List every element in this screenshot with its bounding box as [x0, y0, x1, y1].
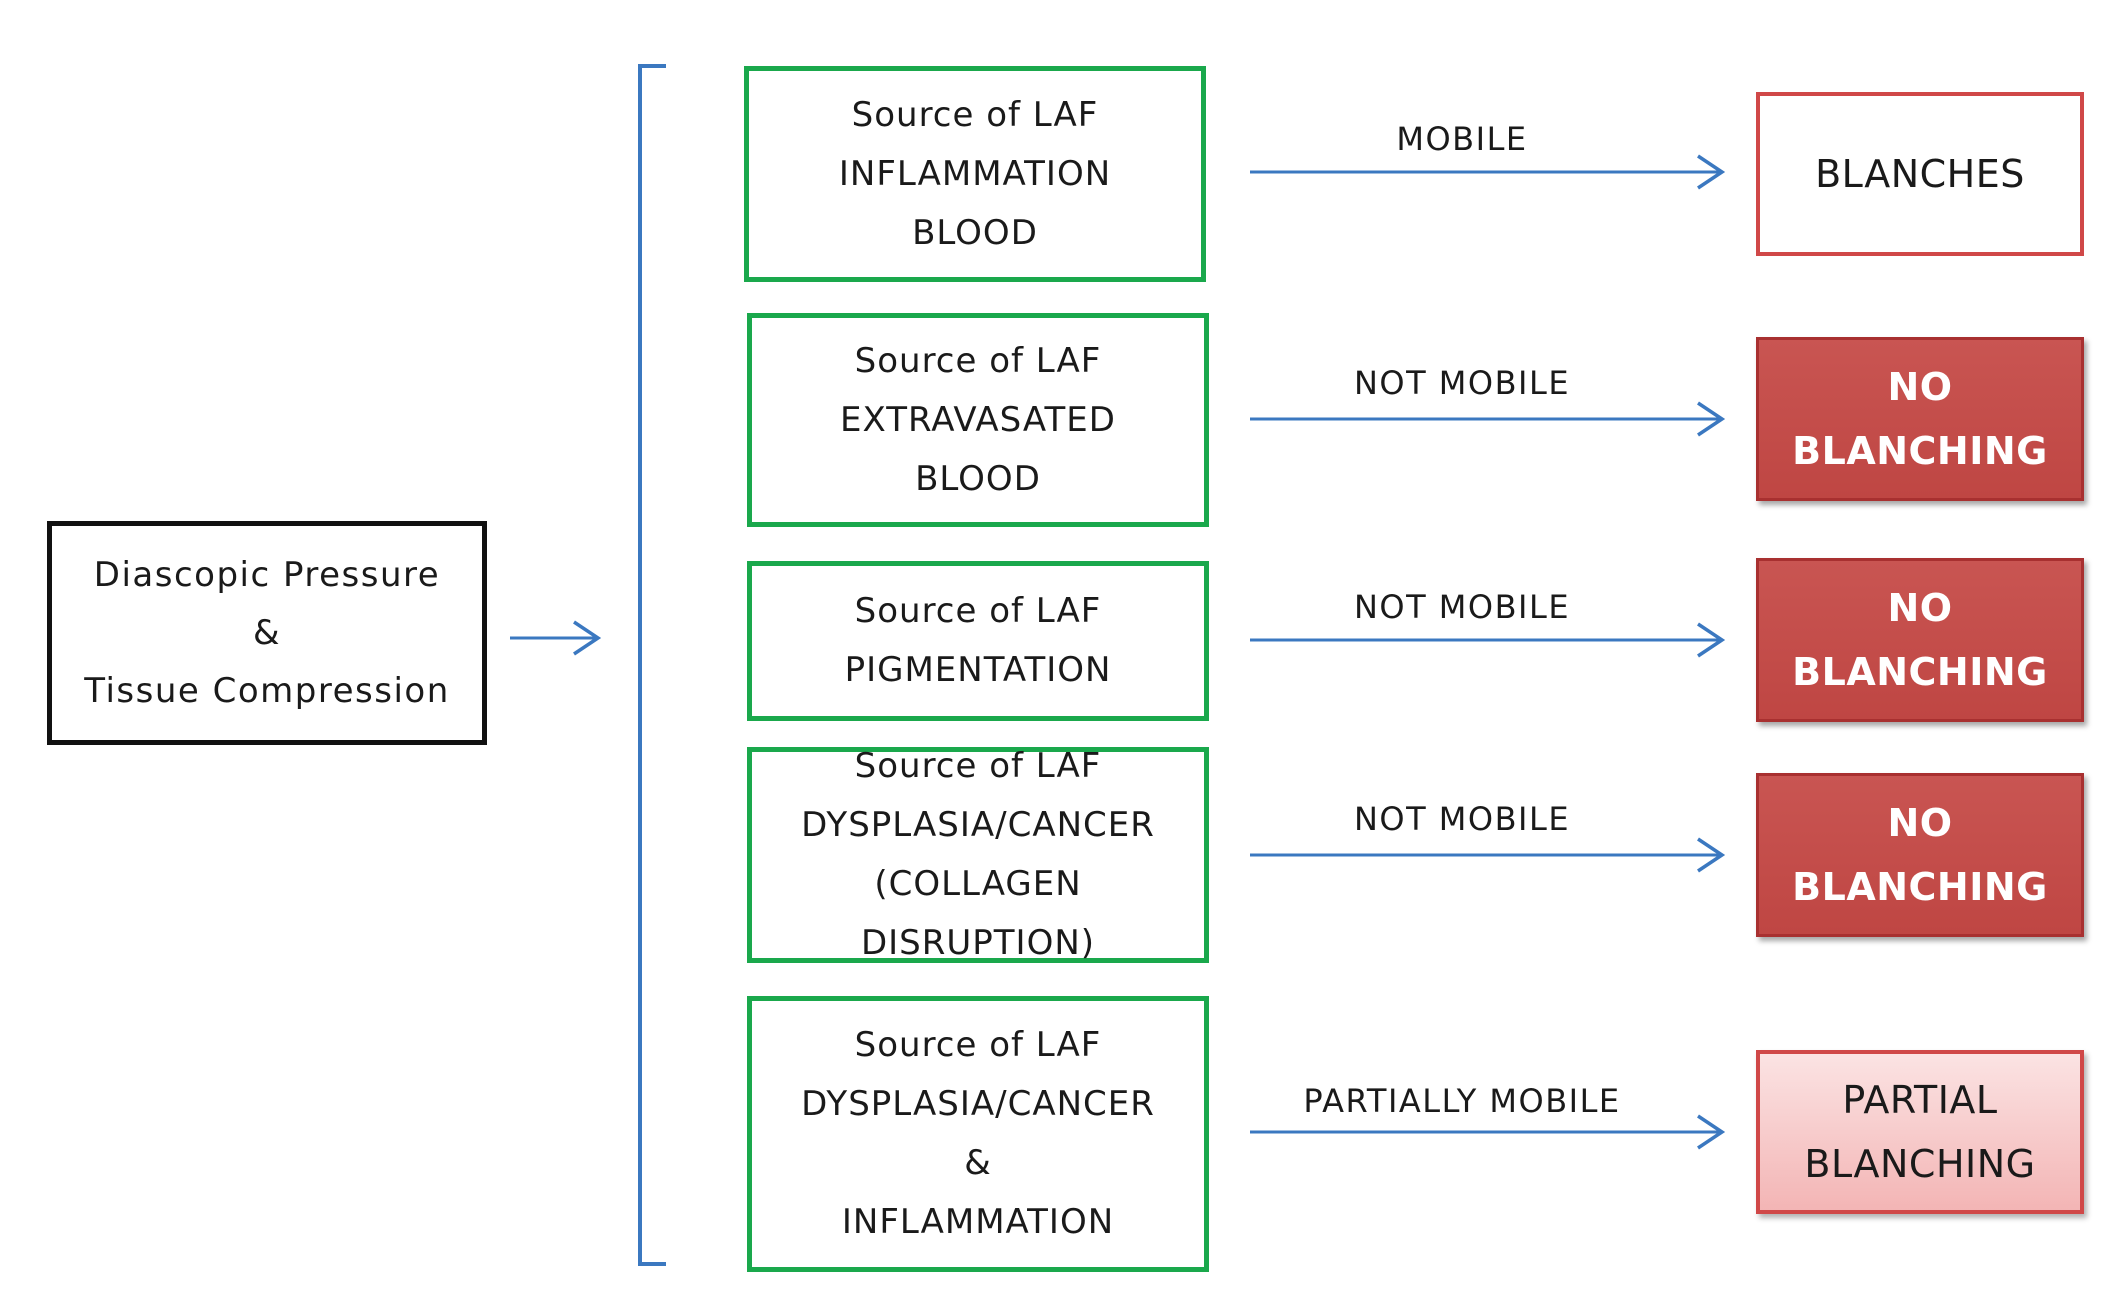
mobility-label: PARTIALLY MOBILE — [1303, 1082, 1621, 1120]
mobility-arrow-head — [1697, 837, 1726, 873]
result-line: BLANCHING — [1792, 429, 2048, 473]
source-line: & — [964, 1143, 992, 1183]
start-arrow-head — [573, 620, 602, 656]
start-line: Diascopic Pressure — [93, 555, 441, 595]
source-line: Source of LAF — [851, 94, 1099, 135]
source-line: DYSPLASIA/CANCER — [801, 805, 1155, 845]
mobility-arrow-head — [1697, 401, 1726, 437]
start-box: Diascopic Pressure & Tissue Compression — [47, 521, 487, 745]
source-line: PIGMENTATION — [844, 650, 1112, 690]
result-line: NO — [1887, 365, 1953, 409]
start-line: Tissue Compression — [84, 671, 450, 711]
result-line: BLANCHES — [1815, 152, 2025, 196]
source-box: Source of LAF DYSPLASIA/CANCER & INFLAMMATI… — [747, 996, 1209, 1272]
source-line: INFLAMMATION — [841, 1202, 1115, 1242]
mobility-arrow-head — [1697, 622, 1726, 658]
mobility-label: MOBILE — [1396, 120, 1528, 158]
source-line: Source of LAF — [854, 340, 1102, 381]
source-line: INFLAMMATION — [838, 153, 1112, 194]
mobility-label: NOT MOBILE — [1353, 588, 1571, 626]
mobility-arrow-head — [1697, 154, 1726, 190]
source-line: (COLLAGEN DISRUPTION) — [860, 864, 1096, 963]
result-line: BLANCHING — [1792, 650, 2048, 694]
source-line: Source of LAF — [854, 1025, 1102, 1065]
bracket — [638, 64, 666, 1266]
source-line: BLOOD — [915, 458, 1041, 499]
result-line: BLANCHING — [1804, 1142, 2036, 1186]
start-line: & — [252, 613, 281, 653]
result-box: BLANCHES — [1756, 92, 2084, 256]
source-line: Source of LAF — [854, 591, 1102, 631]
source-box: Source of LAF INFLAMMATION BLOOD — [744, 66, 1206, 282]
source-box: Source of LAF PIGMENTATION — [747, 561, 1209, 721]
mobility-label: NOT MOBILE — [1353, 800, 1571, 838]
source-line: Source of LAF — [854, 746, 1102, 786]
source-line: DYSPLASIA/CANCER — [801, 1084, 1155, 1124]
result-line: PARTIAL — [1842, 1078, 1998, 1122]
result-box: PARTIAL BLANCHING — [1756, 1050, 2084, 1214]
result-box: NO BLANCHING — [1756, 773, 2084, 937]
result-box: NO BLANCHING — [1756, 337, 2084, 501]
result-box: NO BLANCHING — [1756, 558, 2084, 722]
mobility-arrow-head — [1697, 1114, 1726, 1150]
source-line: EXTRAVASATED — [840, 399, 1116, 440]
result-line: NO — [1887, 801, 1953, 845]
source-line: BLOOD — [912, 212, 1038, 253]
result-line: BLANCHING — [1792, 865, 2048, 909]
mobility-label: NOT MOBILE — [1353, 364, 1571, 402]
source-box: Source of LAF EXTRAVASATED BLOOD — [747, 313, 1209, 527]
result-line: NO — [1887, 586, 1953, 630]
source-box: Source of LAF DYSPLASIA/CANCER (COLLAGEN D… — [747, 746, 1209, 963]
